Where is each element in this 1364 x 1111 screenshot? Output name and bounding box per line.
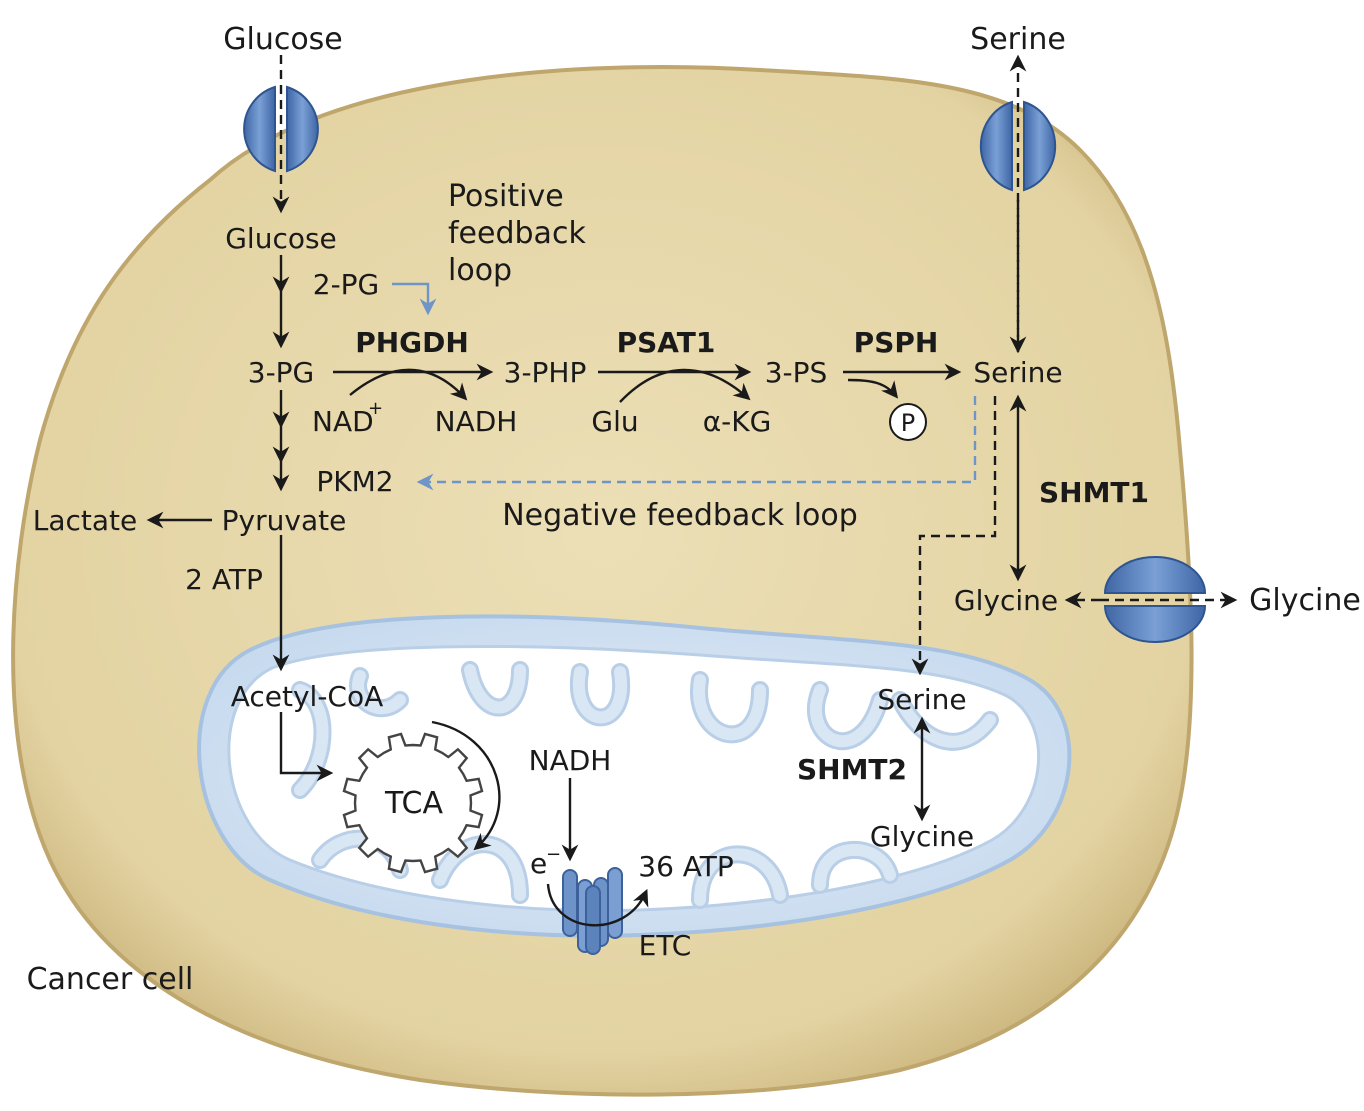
shmt2-label: SHMT2 [797, 753, 907, 786]
akg-label: α-KG [703, 405, 772, 438]
positive-feedback-line3: loop [448, 253, 512, 288]
serine-outside-label: Serine [970, 22, 1066, 57]
atp36-label: 36 ATP [638, 850, 734, 883]
etc-label: ETC [639, 929, 692, 962]
ps3-label: 3-PS [765, 356, 828, 389]
membrane-transporter-icon [1103, 556, 1207, 643]
pyruvate-label: Pyruvate [222, 504, 347, 537]
pg2-label: 2-PG [313, 268, 380, 301]
serine-cyto-label: Serine [973, 356, 1062, 389]
positive-feedback-line2: feedback [448, 216, 586, 251]
phosphate-label: P [901, 409, 915, 437]
glycine-outside-label: Glycine [1249, 583, 1361, 618]
cancer-cell-label: Cancer cell [27, 962, 194, 997]
serine-mito-label: Serine [877, 683, 966, 716]
glu-label: Glu [591, 405, 638, 438]
shmt1-label: SHMT1 [1039, 476, 1149, 509]
php3-label: 3-PHP [504, 356, 587, 389]
positive-feedback-line1: Positive [448, 179, 564, 214]
glucose-outside-label: Glucose [223, 22, 343, 57]
mitochondrion [197, 614, 1072, 938]
nad-label: NAD [312, 405, 374, 438]
pkm2-label: PKM2 [316, 465, 393, 498]
acetyl-coa-label: Acetyl-CoA [231, 680, 384, 713]
psph-label: PSPH [854, 326, 939, 359]
glucose-inside-label: Glucose [225, 222, 337, 255]
nadh-mito-label: NADH [529, 744, 612, 777]
tca-gear-icon [342, 732, 484, 874]
lactate-label: Lactate [33, 504, 138, 537]
atp2-label: 2 ATP [185, 563, 263, 596]
electron-label: e [530, 847, 547, 880]
membrane-transporter-icon [243, 85, 319, 173]
glycine-cyto-label: Glycine [954, 584, 1058, 617]
negative-feedback-label: Negative feedback loop [502, 498, 858, 533]
glycine-mito-label: Glycine [870, 820, 974, 853]
psat1-label: PSAT1 [617, 326, 716, 359]
electron-superscript: − [546, 844, 561, 865]
pg3-label: 3-PG [248, 356, 315, 389]
phosphate-icon [889, 403, 927, 441]
nadh-cyto-label: NADH [435, 405, 518, 438]
nad-superscript: + [368, 398, 383, 419]
tca-label: TCA [384, 786, 444, 821]
membrane-transporter-icon [979, 100, 1057, 192]
etc-complex-icon [562, 867, 623, 955]
phgdh-label: PHGDH [355, 326, 469, 359]
